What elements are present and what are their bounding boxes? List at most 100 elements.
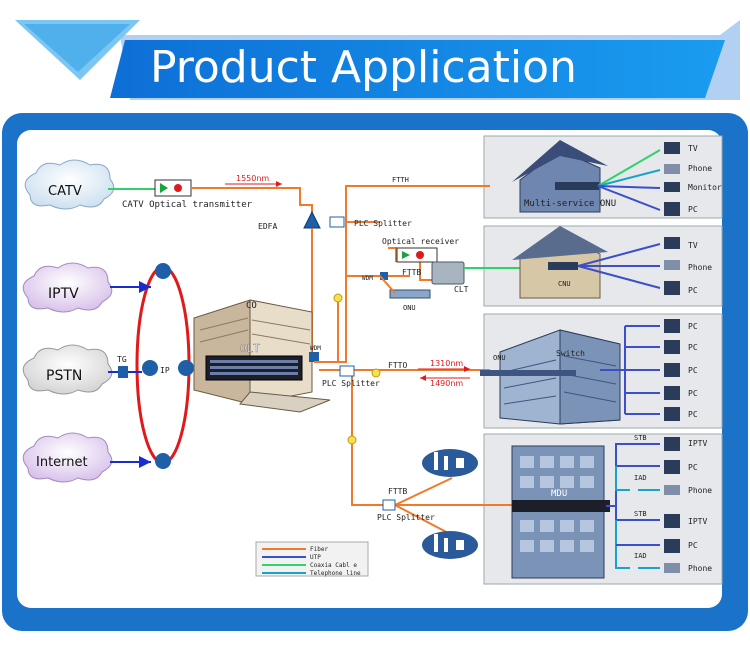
off-dev-1: PC [688, 343, 698, 352]
iptv-icon [664, 437, 680, 451]
onu-small-box [389, 289, 431, 299]
h2-dev-2: PC [688, 286, 698, 295]
pstn-label: PSTN [46, 368, 82, 384]
mdu-dev-5: Phone [688, 564, 712, 573]
city-icon-bottom [422, 531, 478, 559]
office-building: ONU Switch [480, 329, 621, 425]
router-icon [142, 360, 158, 376]
plc-splitter-2: PLC Splitter [322, 365, 380, 388]
pc-icon [664, 340, 680, 354]
house2-links [577, 243, 661, 289]
wl-1490: 1490nm [430, 379, 463, 388]
iptv-icon [664, 514, 680, 528]
onu-small-label: ONU [403, 304, 416, 312]
wdm-box [309, 352, 319, 362]
plc3-label: PLC Splitter [377, 513, 435, 522]
switch-label: Switch [556, 349, 585, 358]
iptv-label: IPTV [48, 286, 79, 302]
phone-icon [664, 260, 680, 270]
pc-icon [664, 202, 680, 216]
phone-icon [664, 563, 680, 573]
city-icon-top [422, 449, 478, 477]
catv-transmitter: CATV Optical transmitter [108, 179, 253, 210]
fttb-top-label: FTTB [402, 268, 421, 277]
house1-links [597, 149, 661, 211]
h1-dev-2: Monitor [688, 183, 722, 192]
optical-receiver: Optical receiver FTTB WDM ONU CLT [362, 237, 540, 312]
phone-icon [664, 164, 680, 174]
off-dev-4: PC [688, 410, 698, 419]
mdu-dev-2: Phone [688, 486, 712, 495]
mdu-building: MDU [511, 445, 610, 579]
off-dev-0: PC [688, 322, 698, 331]
wl-1550: 1550nm [236, 174, 269, 183]
mdu-links [606, 443, 660, 569]
ftto-label: FTTO [388, 361, 407, 370]
router-icon [178, 360, 194, 376]
catv-tx-label: CATV Optical transmitter [122, 200, 253, 210]
h2-dev-1: Phone [688, 263, 712, 272]
off-dev-3: PC [688, 389, 698, 398]
h2-dev-0: TV [688, 241, 698, 250]
legend-1: UTP [310, 554, 321, 561]
olt-label: OLT [240, 342, 260, 355]
plc-splitter-1: PLC Splitter [329, 216, 412, 228]
wdm2-box [380, 272, 388, 280]
office-links [600, 325, 660, 415]
pc-icon [664, 539, 680, 553]
house2-devices: TV Phone PC [664, 237, 712, 295]
house1-devices: TV Phone Monitor PC [664, 142, 722, 216]
ip-ring: IP [135, 263, 194, 469]
wl-1310: 1310nm [430, 359, 463, 368]
page-title: Product Application [150, 42, 577, 93]
house2: CNU [512, 226, 608, 299]
h1-dev-1: Phone [688, 164, 712, 173]
header-banner: Product Application [15, 20, 740, 100]
mdu-box-3: IAD [634, 552, 647, 560]
iptv-cloud: IPTV [22, 262, 113, 313]
mdu-devices: STB IAD STB IAD IPTV PC Phone IPTV PC Ph… [634, 434, 712, 573]
pc-icon [664, 386, 680, 400]
off-dev-2: PC [688, 366, 698, 375]
mdu-dev-3: IPTV [688, 517, 707, 526]
pc-icon [664, 281, 680, 295]
plc1-label: PLC Splitter [354, 219, 412, 228]
onu-office-label: ONU [493, 354, 506, 362]
phone-icon [664, 485, 680, 495]
tv-icon [664, 237, 680, 249]
h1-dev-3: PC [688, 205, 698, 214]
pc-icon [664, 363, 680, 377]
pc-icon [664, 460, 680, 474]
internet-label: Internet [36, 455, 88, 470]
mdu-dev-1: PC [688, 463, 698, 472]
wdm-label: WDM [310, 345, 321, 352]
multi-onu-label: Multi-service ONU [524, 199, 616, 209]
catv-fiber: 1550nm EDFA [191, 174, 313, 231]
wdm2-label: WDM [362, 275, 373, 282]
pc-icon [664, 407, 680, 421]
fttb-bottom-label: FTTB [388, 487, 407, 496]
ip-label: IP [160, 366, 170, 375]
clt-label: CLT [454, 285, 469, 294]
mdu-box-2: STB [634, 510, 647, 518]
catv-cloud: CATV [24, 159, 115, 210]
mdu-box-0: STB [634, 434, 647, 442]
office-devices: PC PC PC PC PC [664, 319, 698, 421]
ftth-label: FTTH [392, 176, 409, 184]
legend: Fiber UTP Coaxia Cabl e Telephone line [255, 541, 369, 577]
clt-box [431, 261, 465, 285]
plc-splitter-3: FTTB PLC Splitter [377, 487, 435, 522]
catv-label: CATV [48, 184, 82, 199]
pstn-cloud: PSTN [22, 344, 113, 395]
pc-icon [664, 319, 680, 333]
edfa-label: EDFA [258, 222, 277, 231]
tv-icon [664, 142, 680, 154]
h1-dev-0: TV [688, 144, 698, 153]
tg-box [118, 366, 128, 378]
router-icon [155, 263, 171, 279]
mdu-box-1: IAD [634, 474, 647, 482]
mdu-dev-0: IPTV [688, 439, 707, 448]
olt-rack: OLT [205, 342, 303, 381]
house1: Multi-service ONU [512, 140, 616, 213]
tg-label: TG [117, 355, 127, 364]
